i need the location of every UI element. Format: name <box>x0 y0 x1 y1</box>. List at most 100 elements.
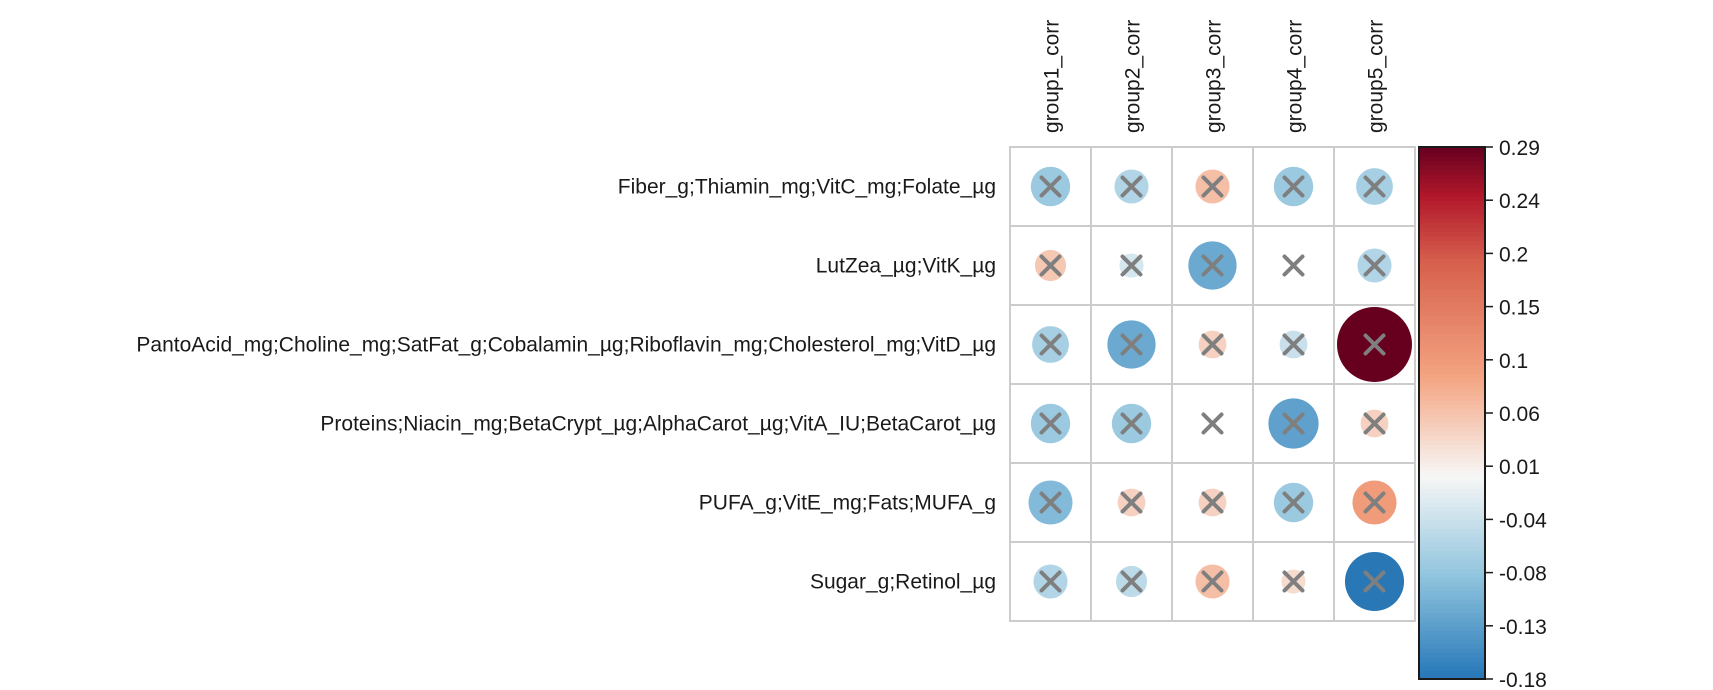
colorbar-segment <box>1419 475 1485 481</box>
colorbar-segment <box>1419 461 1485 467</box>
insignificance-marker <box>1120 254 1143 277</box>
colorbar-segment <box>1419 302 1485 308</box>
colorbar-segment <box>1419 430 1485 436</box>
colorbar-segment <box>1419 346 1485 352</box>
colorbar-segment <box>1419 235 1485 241</box>
colorbar-segment <box>1419 506 1485 512</box>
colorbar-segment <box>1419 266 1485 272</box>
insignificance-marker <box>1039 333 1062 356</box>
insignificance-marker <box>1363 254 1386 277</box>
row-label: LutZea_µg;VitK_µg <box>816 255 996 278</box>
colorbar-segment <box>1419 315 1485 321</box>
colorbar-segment <box>1419 226 1485 233</box>
column-label: group1_corr <box>1041 20 1064 133</box>
colorbar-segment <box>1419 311 1485 317</box>
colorbar-segment <box>1419 248 1485 255</box>
insignificance-marker <box>1120 412 1143 435</box>
colorbar-segment <box>1419 337 1485 343</box>
colorbar-tick-label: 0.15 <box>1499 297 1540 320</box>
colorbar-segment <box>1419 452 1485 459</box>
colorbar-segment <box>1419 342 1485 348</box>
insignificance-marker <box>1120 333 1143 356</box>
colorbar-segment <box>1419 213 1485 219</box>
colorbar-segment <box>1419 293 1485 299</box>
colorbar-segment <box>1419 240 1485 246</box>
colorbar-segment <box>1419 390 1485 397</box>
colorbar-segment <box>1419 399 1485 405</box>
colorbar-tick-label: -0.08 <box>1499 563 1547 586</box>
insignificance-marker <box>1201 412 1224 435</box>
colorbar-segment <box>1419 594 1485 600</box>
column-label: group3_corr <box>1203 20 1226 133</box>
colorbar-segment <box>1419 404 1485 410</box>
insignificance-marker <box>1282 412 1305 435</box>
colorbar-segment <box>1419 634 1485 640</box>
matrix-grid <box>1009 146 1416 622</box>
colorbar-segment <box>1419 275 1485 281</box>
colorbar-segment <box>1419 319 1485 326</box>
colorbar-segment <box>1419 501 1485 507</box>
colorbar-segment <box>1419 368 1485 374</box>
colorbar-segment <box>1419 652 1485 658</box>
colorbar-segment <box>1419 386 1485 392</box>
colorbar: 0.290.240.20.150.10.060.01-0.04-0.08-0.1… <box>1418 137 1547 690</box>
colorbar-segment <box>1419 377 1485 383</box>
colorbar-segment <box>1419 297 1485 303</box>
colorbar-segment <box>1419 200 1485 206</box>
colorbar-segment <box>1419 608 1485 614</box>
colorbar-segment <box>1419 568 1485 574</box>
colorbar-segment <box>1419 359 1485 366</box>
insignificance-marker <box>1201 333 1224 356</box>
insignificance-marker <box>1201 491 1224 514</box>
colorbar-segment <box>1419 408 1485 414</box>
colorbar-segment <box>1419 257 1485 264</box>
insignificance-marker <box>1039 254 1062 277</box>
row-label: PantoAcid_mg;Choline_mg;SatFat_g;Cobalam… <box>136 334 996 357</box>
colorbar-segment <box>1419 563 1485 569</box>
matrix-cell <box>1252 304 1335 385</box>
colorbar-segment <box>1419 554 1485 561</box>
colorbar-segment <box>1419 492 1485 499</box>
insignificance-marker <box>1201 254 1224 277</box>
colorbar-segment <box>1419 395 1485 401</box>
colorbar-segment <box>1419 182 1485 188</box>
colorbar-segment <box>1419 435 1485 441</box>
colorbar-segment <box>1419 222 1485 228</box>
colorbar-segment <box>1419 439 1485 445</box>
colorbar-segment <box>1419 647 1485 654</box>
colorbar-segment <box>1419 497 1485 503</box>
colorbar-segment <box>1419 204 1485 210</box>
colorbar-segment <box>1419 643 1485 649</box>
insignificance-marker <box>1282 491 1305 514</box>
insignificance-marker <box>1120 175 1143 198</box>
row-label: PUFA_g;VitE_mg;Fats;MUFA_g <box>699 492 996 515</box>
colorbar-segment <box>1419 195 1485 201</box>
insignificance-markers <box>1039 175 1386 593</box>
colorbar-segment <box>1419 271 1485 277</box>
colorbar-segment <box>1419 217 1485 224</box>
colorbar-segment <box>1419 253 1485 259</box>
colorbar-segment <box>1419 479 1485 485</box>
colorbar-segment <box>1419 523 1485 530</box>
colorbar-segment <box>1419 155 1485 162</box>
matrix-cell <box>1090 462 1173 543</box>
colorbar-segment <box>1419 448 1485 454</box>
insignificance-marker <box>1363 491 1386 514</box>
colorbar-tick-label: 0.1 <box>1499 350 1528 373</box>
colorbar-segment <box>1419 528 1485 534</box>
insignificance-marker <box>1282 175 1305 198</box>
colorbar-segment <box>1419 670 1485 676</box>
colorbar-segment <box>1419 173 1485 179</box>
insignificance-marker <box>1039 491 1062 514</box>
colorbar-segment <box>1419 333 1485 339</box>
colorbar-segment <box>1419 160 1485 166</box>
colorbar-segment <box>1419 572 1485 578</box>
colorbar-segment <box>1419 537 1485 543</box>
colorbar-segment <box>1419 444 1485 450</box>
colorbar-segment <box>1419 244 1485 250</box>
colorbar-segment <box>1419 483 1485 490</box>
colorbar-segment <box>1419 413 1485 419</box>
matrix-cell <box>1171 225 1254 306</box>
colorbar-segment <box>1419 639 1485 645</box>
